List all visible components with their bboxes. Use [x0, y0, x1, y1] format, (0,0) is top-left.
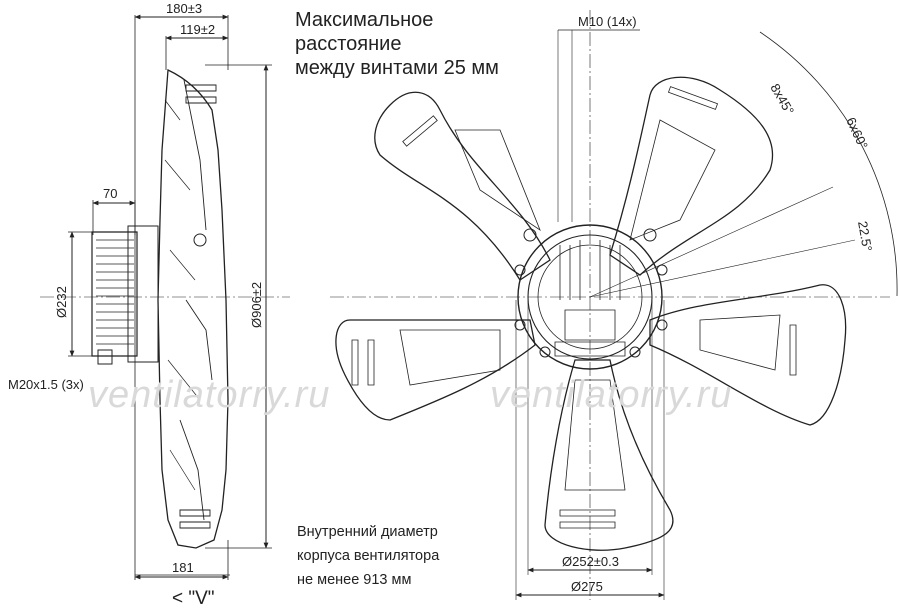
- hub-inner: [528, 235, 652, 359]
- dim-232-label: Ø232: [54, 286, 69, 318]
- note-bottom-line-2: корпуса вентилятора: [297, 548, 440, 564]
- screw-distance-note: Максимальное расстояние между винтами 25…: [295, 8, 499, 80]
- side-view: [40, 14, 290, 580]
- note-bottom-line-1: Внутренний диаметр: [297, 524, 438, 540]
- angle-6x60-label: 6x60°: [843, 115, 871, 152]
- blade-upper-left: [375, 92, 550, 280]
- dim-252-label: Ø252±0.3: [562, 554, 619, 569]
- motor-housing: [92, 232, 137, 356]
- dim-906-label: Ø906±2: [249, 282, 264, 328]
- housing-diameter-note: Внутренний диаметр корпуса вентилятора н…: [297, 520, 439, 592]
- watermark-right: ventilatorry.ru: [490, 374, 733, 416]
- blade-upper-right: [610, 77, 773, 275]
- note-bottom-line-3: не менее 913 мм: [297, 572, 412, 588]
- dim-180-label: 180±3: [166, 1, 202, 16]
- mounting-bolts: [515, 229, 667, 357]
- dim-275-label: Ø275: [571, 579, 603, 594]
- dim-70-label: 70: [103, 186, 117, 201]
- blade-side-profile: [158, 70, 228, 548]
- dim-119-label: 119±2: [180, 22, 215, 37]
- blade-right: [650, 285, 846, 425]
- watermark-left: ventilatorry.ru: [88, 374, 331, 416]
- fan-blades: [336, 77, 846, 550]
- angle-8x45-label: 8x45°: [767, 81, 797, 117]
- screw-label: M10 (14x): [578, 14, 637, 29]
- angle-22-label: 22.5°: [855, 220, 875, 253]
- note-top-line-2: расстояние: [295, 33, 402, 55]
- view-v-label: < "V": [172, 588, 215, 609]
- note-top-line-1: Максимальное: [295, 9, 434, 31]
- hub-outer: [518, 225, 662, 369]
- blade-bottom: [545, 360, 673, 550]
- cable-gland-label: M20x1.5 (3x): [8, 377, 84, 392]
- note-top-line-3: между винтами 25 мм: [295, 57, 499, 79]
- front-view: [330, 10, 897, 600]
- dim-181-label: 181: [172, 560, 194, 575]
- blade-left: [336, 320, 535, 420]
